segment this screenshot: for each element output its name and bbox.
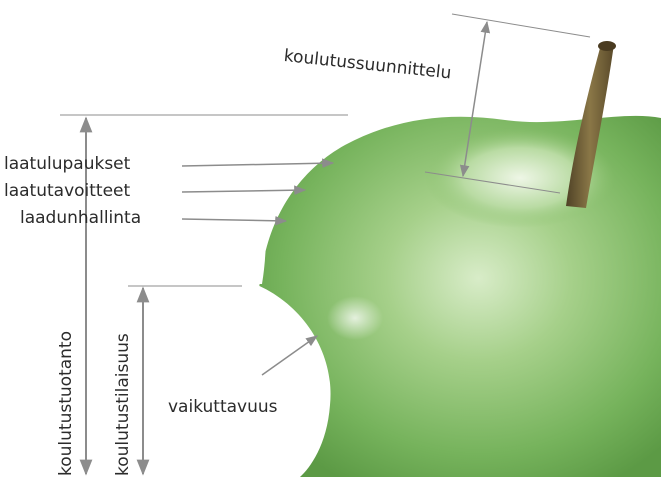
label-koulutustilaisuus: koulutustilaisuus: [113, 333, 133, 476]
label-laadunhallinta: laadunhallinta: [20, 208, 141, 228]
label-vaikuttavuus: vaikuttavuus: [168, 397, 278, 417]
label-laatutavoitteet: laatutavoitteet: [4, 181, 130, 201]
planning-guide-top: [452, 14, 590, 37]
label-laatulupaukset: laatulupaukset: [4, 154, 130, 174]
apple-highlight: [327, 296, 383, 340]
label-koulutustuotanto: koulutustuotanto: [56, 331, 76, 476]
apple-stem-tip: [598, 41, 616, 51]
bite-shape: [160, 148, 266, 284]
